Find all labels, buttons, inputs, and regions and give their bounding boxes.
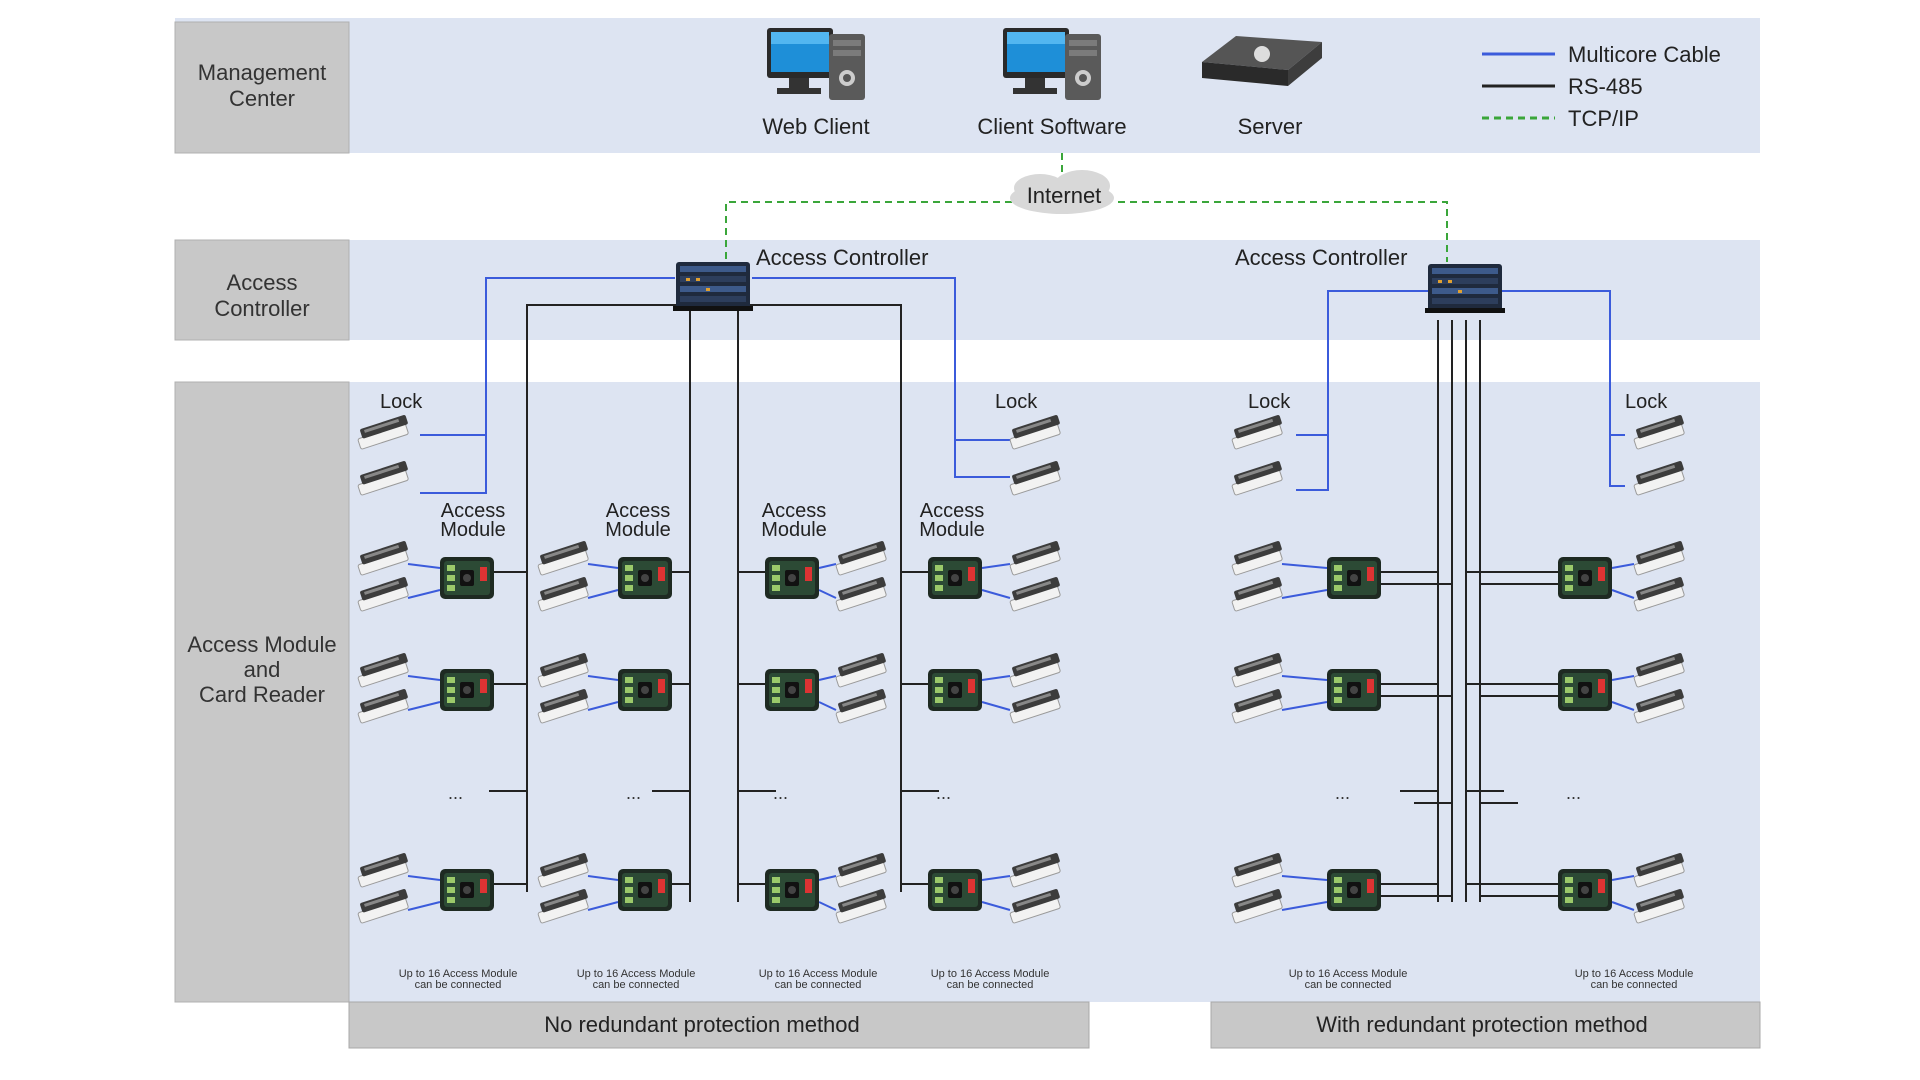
method-redundant: With redundant protection method: [1210, 1001, 1761, 1049]
module-capacity-note: Up to 16 Access Module: [759, 968, 878, 980]
access-module-icon: [1558, 869, 1612, 911]
module-capacity-note: Up to 16 Access Module: [577, 968, 696, 980]
web-client-device: Web Client: [762, 28, 870, 139]
tier-management-line1: Management: [198, 60, 326, 85]
access-module-icon: [618, 557, 672, 599]
more-modules-ellipsis: ...: [1566, 783, 1581, 803]
access-module-icon: [440, 669, 494, 711]
legend-multicore-label: Multicore Cable: [1568, 42, 1721, 67]
left-controller-icon: [673, 262, 753, 311]
access-module-labels: Access Module Access Module Access Modul…: [440, 500, 985, 541]
module-capacity-note: Up to 16 Access Module: [399, 968, 518, 980]
access-module-label-4-line1: Access: [920, 500, 984, 522]
module-capacity-note-line2: can be connected: [1305, 979, 1392, 991]
method-no-redundant: No redundant protection method: [348, 1001, 1090, 1049]
legend: Multicore Cable RS-485 TCP/IP: [1482, 42, 1721, 131]
access-module-label-3-line1: Access: [762, 500, 826, 522]
access-module-icon: [440, 869, 494, 911]
client-software-icon: [1003, 28, 1101, 100]
module-capacity-note: Up to 16 Access Module: [1575, 968, 1694, 980]
lock-label-2: Lock: [995, 391, 1038, 413]
access-module-label-1-line1: Access: [441, 500, 505, 522]
left-rs485-buses: [526, 304, 902, 902]
lock-label-3: Lock: [1248, 391, 1291, 413]
tier-management: Management Center: [174, 21, 350, 154]
access-module-icon: [618, 869, 672, 911]
web-client-label: Web Client: [762, 114, 869, 139]
access-module-icon: [928, 557, 982, 599]
tier-controller-line2: Controller: [214, 296, 309, 321]
more-modules-ellipsis: ...: [936, 783, 951, 803]
more-modules-ellipsis: ...: [773, 783, 788, 803]
lock-label-1: Lock: [380, 391, 423, 413]
access-module-icon: [765, 557, 819, 599]
legend-tcpip-label: TCP/IP: [1568, 106, 1639, 131]
access-module-label-3-line2: Module: [761, 519, 827, 541]
more-modules-ellipsis: ...: [626, 783, 641, 803]
access-module-icon: [765, 669, 819, 711]
tier-controller: Access Controller: [174, 239, 350, 341]
more-modules-ellipsis: ...: [1335, 783, 1350, 803]
client-software-device: Client Software: [977, 28, 1127, 139]
right-multicore-cables: [1296, 290, 1625, 491]
internet-cloud: Internet: [1010, 170, 1114, 214]
left-controller-label: Access Controller: [756, 245, 928, 270]
access-module-icon: [1327, 869, 1381, 911]
access-module-label-2-line2: Module: [605, 519, 671, 541]
access-module-icon: [1558, 557, 1612, 599]
tier-module: Access Module and Card Reader: [174, 381, 350, 1003]
access-module-icon: [765, 869, 819, 911]
right-access-controller: Access Controller: [1235, 245, 1505, 313]
left-multicore-cables: [420, 277, 1010, 494]
module-wiring: [407, 563, 1635, 911]
module-capacity-note-line2: can be connected: [593, 979, 680, 991]
tier-management-line2: Center: [229, 86, 295, 111]
module-capacity-note: Up to 16 Access Module: [931, 968, 1050, 980]
module-capacity-note-line2: can be connected: [947, 979, 1034, 991]
access-module-label-4-line2: Module: [919, 519, 985, 541]
tcpip-link-right-controller: [1118, 201, 1448, 262]
web-client-icon: [767, 28, 865, 100]
right-controller-icon: [1425, 264, 1505, 313]
tier-module-line3: Card Reader: [199, 682, 325, 707]
access-module-icon: [928, 669, 982, 711]
tier-controller-line1: Access: [227, 270, 298, 295]
method-no-redundant-label: No redundant protection method: [544, 1012, 860, 1037]
client-software-label: Client Software: [977, 114, 1126, 139]
internet-label: Internet: [1027, 183, 1102, 208]
server-label: Server: [1238, 114, 1303, 139]
access-module-icon: [1327, 557, 1381, 599]
server-device: Server: [1202, 36, 1322, 139]
module-capacity-note: Up to 16 Access Module: [1289, 968, 1408, 980]
right-rs485-buses: [1437, 320, 1481, 902]
access-module-icon: [440, 557, 494, 599]
legend-rs485-label: RS-485: [1568, 74, 1643, 99]
tier-module-line2: and: [244, 657, 281, 682]
tier-module-line1: Access Module: [187, 632, 336, 657]
server-icon: [1202, 36, 1322, 86]
tcpip-link-left-controller: [725, 201, 1012, 262]
left-access-controller: Access Controller: [673, 245, 928, 311]
lock-label-4: Lock: [1625, 391, 1668, 413]
access-module-icon: [618, 669, 672, 711]
more-modules-ellipsis: ...: [448, 783, 463, 803]
module-capacity-note-line2: can be connected: [415, 979, 502, 991]
module-capacity-note-line2: can be connected: [775, 979, 862, 991]
access-module-icon: [928, 869, 982, 911]
method-redundant-label: With redundant protection method: [1316, 1012, 1647, 1037]
access-module-label-2-line1: Access: [606, 500, 670, 522]
access-module-icon: [1327, 669, 1381, 711]
access-module-label-1-line2: Module: [440, 519, 506, 541]
right-controller-label: Access Controller: [1235, 245, 1407, 270]
module-capacity-note-line2: can be connected: [1591, 979, 1678, 991]
tcpip-links: [725, 153, 1448, 262]
access-module-icon: [1558, 669, 1612, 711]
